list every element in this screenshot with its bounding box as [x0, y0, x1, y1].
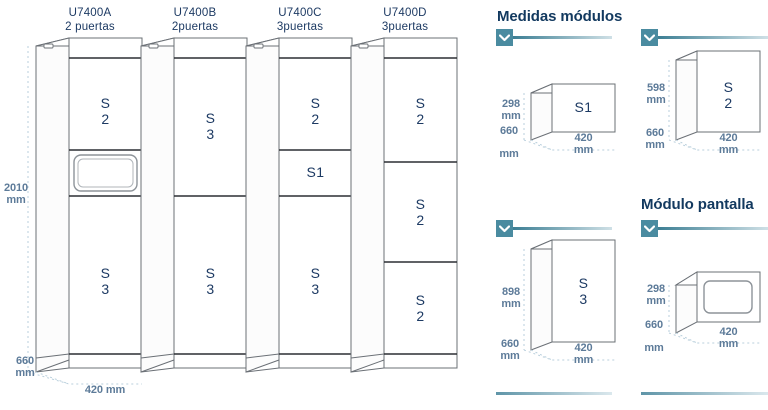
module-s2-label: S 2 — [723, 79, 734, 111]
cabinet-c-module-0-label: S 2 — [310, 95, 321, 127]
cabinet-d-module-0-label: S 2 — [415, 95, 426, 127]
cabinet-title-2: U7400C 3puertas — [276, 7, 324, 33]
cabinet-title-1: U7400B 2puertas — [171, 7, 219, 33]
module-s2-depth: 660 mm — [645, 127, 665, 151]
module-s3-label: S 3 — [578, 275, 589, 307]
module-s3-width: 420 mm — [573, 342, 594, 366]
module-s2-height: 598 mm — [646, 82, 666, 106]
chevron-down-icon — [641, 220, 658, 237]
cabinet-d-module-2-label: S 2 — [415, 292, 426, 324]
section-title-modulo-pantalla: Módulo pantalla — [641, 196, 754, 213]
cabinet-b-module-1-label: S 3 — [205, 265, 216, 297]
footer-rule-left — [496, 392, 612, 395]
module-s2-width: 420 mm — [718, 132, 739, 156]
footer-rule-right — [641, 392, 768, 395]
cabinet-depth-dimension: 660 mm — [15, 355, 35, 379]
cabinet-b — [140, 37, 248, 373]
module-s1-label: S1 — [574, 99, 593, 115]
cabinet-c — [245, 37, 353, 373]
cabinet-a — [27, 37, 143, 385]
section-marker-s2 — [641, 29, 768, 46]
module-s2-drawing — [668, 50, 761, 151]
cabinet-title-3: U7400D 3puertas — [381, 7, 429, 33]
module-s1-depth: 660 mm — [499, 125, 519, 160]
chevron-down-icon — [641, 29, 658, 46]
section-title-medidas-modulos: Medidas módulos — [497, 8, 623, 25]
cabinet-width-dimension: 420 mm — [84, 384, 126, 396]
cabinet-d-module-1-label: S 2 — [415, 196, 426, 228]
cabinet-title-0: U7400A 2 puertas — [65, 7, 115, 33]
module-s1-height: 298 mm — [501, 98, 521, 122]
module-s3-height: 898 mm — [501, 286, 521, 310]
cabinet-height-dimension: 2010 mm — [3, 182, 29, 206]
module-s1-width: 420 mm — [573, 132, 594, 156]
cabinet-c-module-1-label: S1 — [306, 164, 325, 180]
module-pantalla-depth: 660 mm — [644, 319, 664, 354]
chevron-down-icon — [496, 220, 513, 237]
cabinet-a-module-0-label: S 2 — [100, 95, 111, 127]
cabinet-b-module-0-label: S 3 — [205, 110, 216, 142]
cabinet-c-module-2-label: S 3 — [310, 265, 321, 297]
module-s1-drawing — [523, 83, 616, 151]
module-pantalla-height: 298 mm — [646, 283, 666, 307]
section-marker-pantalla — [641, 220, 768, 237]
module-s3-drawing — [523, 239, 616, 361]
section-marker-s1 — [496, 29, 612, 46]
section-marker-s3 — [496, 220, 612, 237]
cabinet-d — [350, 37, 458, 373]
module-pantalla-drawing — [668, 271, 761, 344]
module-pantalla-width: 420 mm — [718, 326, 739, 350]
chevron-down-icon — [496, 29, 513, 46]
cabinet-a-module-2-label: S 3 — [100, 265, 111, 297]
module-s3-depth: 660 mm — [500, 338, 520, 362]
